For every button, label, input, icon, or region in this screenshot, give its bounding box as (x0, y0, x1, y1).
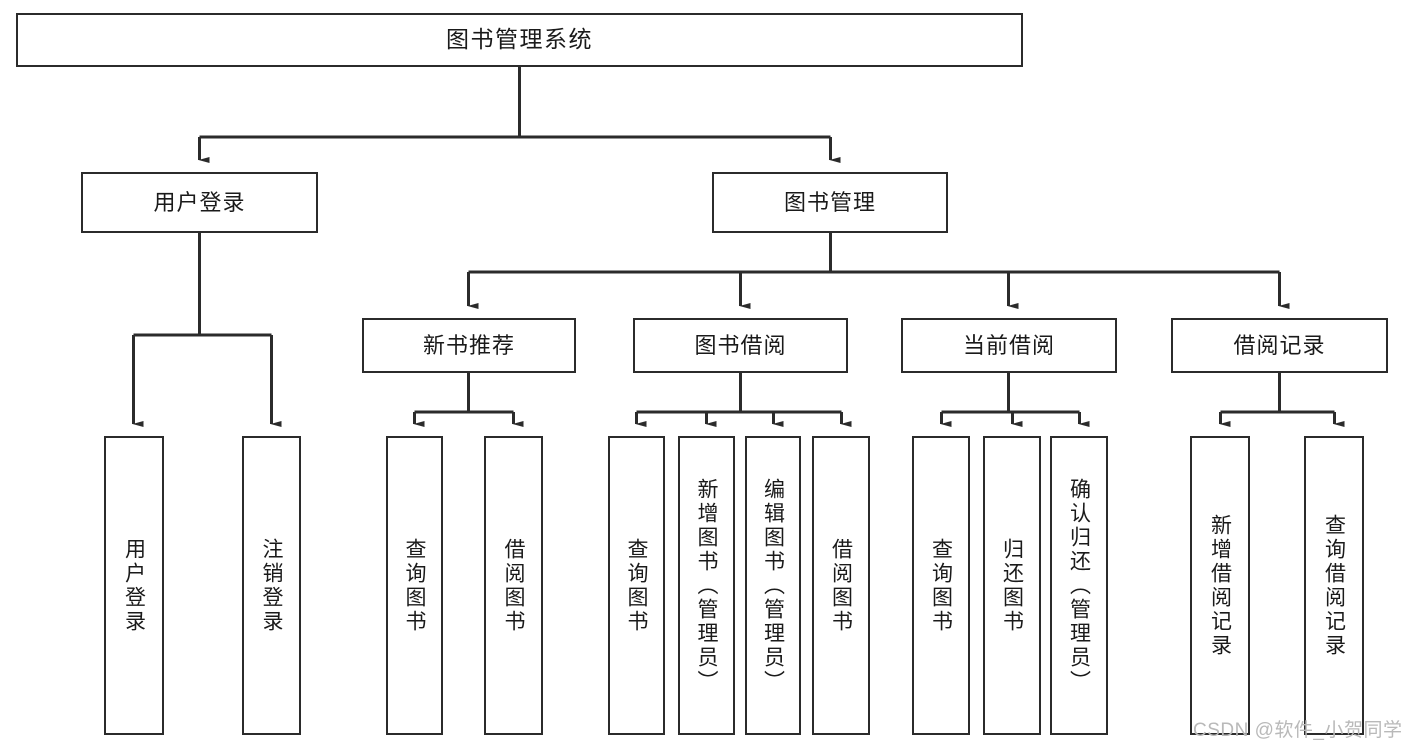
node-label: 新书推荐 (422, 332, 515, 358)
node-root-system[interactable]: 图书管理系统 (16, 13, 1023, 67)
node-label: 借阅图书 (829, 537, 853, 634)
node-leaf-query-borrow-record[interactable]: 查询借阅记录 (1304, 436, 1364, 735)
node-label: 图书管理系统 (446, 26, 593, 53)
node-leaf-borrow-book-1[interactable]: 借阅图书 (484, 436, 543, 735)
node-label: 查询图书 (625, 537, 648, 634)
node-leaf-borrow-book-2[interactable]: 借阅图书 (812, 436, 870, 735)
node-leaf-query-book-1[interactable]: 查询图书 (386, 436, 443, 735)
node-leaf-confirm-return[interactable]: 确认归还（管理员） (1050, 436, 1108, 735)
node-label: 借阅记录 (1233, 332, 1326, 358)
node-label: 图书借阅 (694, 332, 787, 358)
node-leaf-logout[interactable]: 注销登录 (242, 436, 301, 735)
node-leaf-user-login[interactable]: 用户登录 (104, 436, 164, 735)
node-label: 查询借阅记录 (1322, 513, 1346, 658)
node-label: 编辑图书（管理员） (761, 477, 785, 694)
node-leaf-return-book[interactable]: 归还图书 (983, 436, 1041, 735)
node-label: 借阅图书 (502, 537, 525, 634)
node-label: 查询图书 (929, 537, 953, 634)
node-new-book-recommend[interactable]: 新书推荐 (362, 318, 576, 373)
node-borrow-record[interactable]: 借阅记录 (1171, 318, 1388, 373)
node-label: 确认归还（管理员） (1067, 477, 1091, 694)
node-label: 归还图书 (1000, 537, 1024, 634)
node-book-borrow[interactable]: 图书借阅 (633, 318, 848, 373)
node-leaf-edit-book[interactable]: 编辑图书（管理员） (745, 436, 801, 735)
node-book-manage[interactable]: 图书管理 (712, 172, 948, 233)
node-label: 当前借阅 (962, 332, 1055, 358)
node-label: 新增图书（管理员） (695, 477, 718, 694)
node-label: 查询图书 (403, 537, 426, 634)
node-label: 图书管理 (783, 189, 876, 215)
node-leaf-add-book[interactable]: 新增图书（管理员） (678, 436, 735, 735)
node-leaf-query-book-3[interactable]: 查询图书 (912, 436, 970, 735)
node-label: 注销登录 (260, 537, 283, 634)
node-label: 用户登录 (153, 189, 246, 215)
node-leaf-query-book-2[interactable]: 查询图书 (608, 436, 665, 735)
watermark-text: CSDN @软件_小贺同学 (1193, 720, 1403, 741)
node-current-borrow[interactable]: 当前借阅 (901, 318, 1117, 373)
node-label: 新增借阅记录 (1208, 513, 1232, 658)
node-user-login[interactable]: 用户登录 (81, 172, 318, 233)
node-label: 用户登录 (122, 537, 146, 634)
node-leaf-add-borrow-record[interactable]: 新增借阅记录 (1190, 436, 1250, 735)
